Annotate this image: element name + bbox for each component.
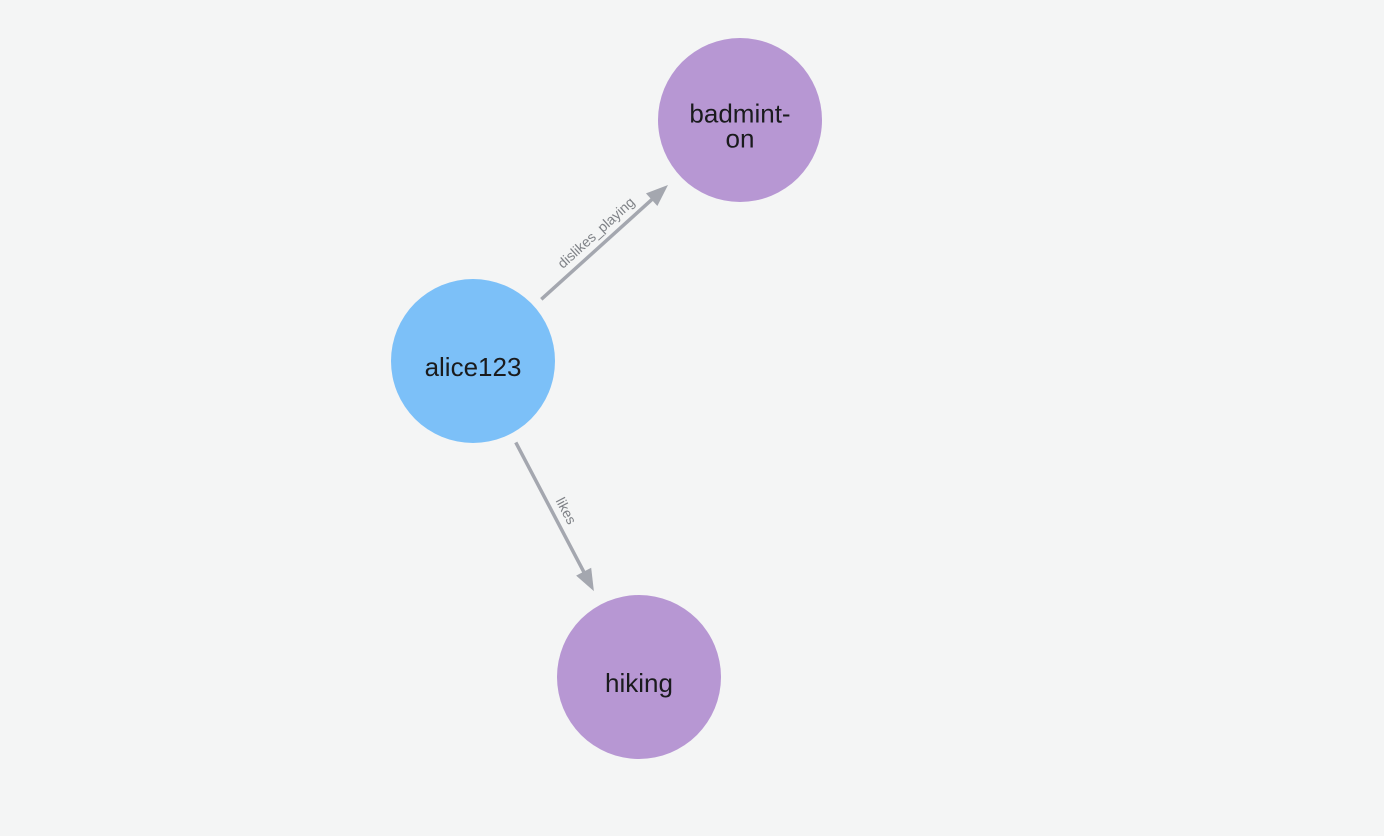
node-badminton[interactable]: badmint-on xyxy=(658,38,822,202)
arrowhead-icon xyxy=(645,184,668,207)
node-alice123[interactable]: alice123 xyxy=(391,279,555,443)
node-circle[interactable] xyxy=(557,595,721,759)
edge-line[interactable] xyxy=(540,194,658,301)
edge-likes[interactable]: likes xyxy=(514,441,594,592)
edge-line[interactable] xyxy=(514,441,588,578)
node-circle[interactable] xyxy=(658,38,822,202)
arrowhead-icon xyxy=(576,567,594,592)
edge-dislikes-playing[interactable]: dislikes_playing xyxy=(540,184,668,301)
edge-label: dislikes_playing xyxy=(554,194,638,272)
node-hiking[interactable]: hiking xyxy=(557,595,721,759)
node-circle[interactable] xyxy=(391,279,555,443)
